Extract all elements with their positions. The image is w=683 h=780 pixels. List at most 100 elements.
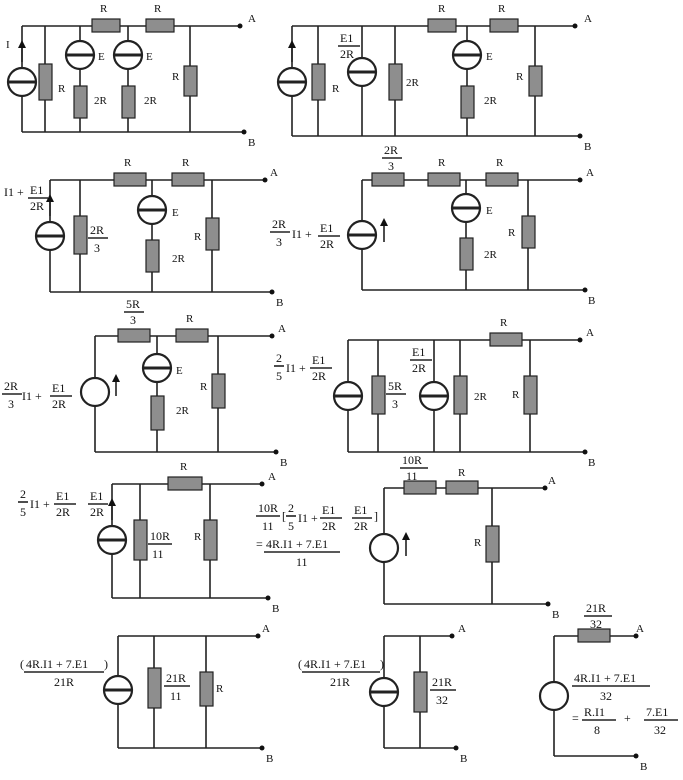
svg-text:R: R xyxy=(458,467,466,479)
svg-text:2R: 2R xyxy=(4,379,18,393)
svg-text:3: 3 xyxy=(8,397,14,411)
svg-text:21R: 21R xyxy=(330,675,350,689)
svg-text:R: R xyxy=(512,389,520,401)
svg-text:E: E xyxy=(146,51,153,63)
svg-text:11: 11 xyxy=(296,555,308,569)
svg-text:R: R xyxy=(194,531,202,543)
circuit-panel-9: R 21R 11 ( 4R.I1 + 7.E1 21R ) A B xyxy=(20,623,273,765)
svg-text:R: R xyxy=(186,313,194,325)
svg-text:5: 5 xyxy=(276,369,282,383)
svg-text:I1 +: I1 + xyxy=(30,497,50,511)
svg-text:E: E xyxy=(486,51,493,63)
svg-text:21R: 21R xyxy=(54,675,74,689)
resistor xyxy=(113,172,147,187)
svg-text:11: 11 xyxy=(170,689,182,703)
svg-text:E1: E1 xyxy=(322,503,335,517)
svg-text:32: 32 xyxy=(654,723,666,737)
svg-text:R: R xyxy=(180,461,188,473)
svg-text:B: B xyxy=(460,753,467,765)
svg-text:5R: 5R xyxy=(388,379,402,393)
svg-text:E1: E1 xyxy=(30,183,43,197)
svg-text:4R.I1 + 7.E1: 4R.I1 + 7.E1 xyxy=(574,671,636,685)
resistor xyxy=(167,476,203,491)
svg-text:R: R xyxy=(438,3,446,15)
circuit-panel-6: R 2R R 5R 3 E1 2R 2 5 I1 + E1 2R A B xyxy=(274,317,595,469)
voltage-source-icon xyxy=(79,376,111,408)
svg-text:2R: 2R xyxy=(312,369,326,383)
svg-text:11: 11 xyxy=(152,547,164,561)
resistor xyxy=(205,217,220,251)
svg-text:2R: 2R xyxy=(322,519,336,533)
svg-text:B: B xyxy=(266,753,273,765)
resistor xyxy=(145,18,175,33)
svg-text:B: B xyxy=(552,609,559,621)
circuit-panel-3: R R 2R R E I1 + E1 2R 2R 3 A B xyxy=(4,157,283,309)
svg-text:3: 3 xyxy=(276,235,282,249)
svg-text:B: B xyxy=(272,603,279,615)
svg-text:R: R xyxy=(332,83,340,95)
svg-text:7.E1: 7.E1 xyxy=(646,705,668,719)
svg-text:R.I1: R.I1 xyxy=(584,705,605,719)
svg-text:R: R xyxy=(498,3,506,15)
svg-text:+: + xyxy=(624,711,631,725)
svg-text:2R: 2R xyxy=(406,77,420,89)
svg-text:2R: 2R xyxy=(384,143,398,157)
circuit-panel-2: R R R 2R 2R R E E1 2R A B xyxy=(276,3,592,153)
resistor xyxy=(371,172,405,187)
svg-text:2R: 2R xyxy=(94,95,108,107)
svg-text:E1: E1 xyxy=(320,221,333,235)
resistor xyxy=(371,375,386,415)
svg-text:B: B xyxy=(584,141,591,153)
svg-text:32: 32 xyxy=(590,617,602,631)
svg-text:): ) xyxy=(104,657,108,671)
svg-text:2R: 2R xyxy=(474,391,488,403)
svg-text:21R: 21R xyxy=(586,601,606,615)
resistor xyxy=(528,65,543,97)
svg-text:E: E xyxy=(172,207,179,219)
resistor xyxy=(121,85,136,119)
circuit-panel-5: 5R 3 R 2R R E 2R 3 I1 + E1 2R A B xyxy=(2,297,287,469)
svg-text:4R.I1 + 7.E1: 4R.I1 + 7.E1 xyxy=(304,657,366,671)
resistor xyxy=(150,395,165,431)
voltage-source-icon xyxy=(368,532,400,564)
svg-text:R: R xyxy=(496,157,504,169)
svg-text:2R: 2R xyxy=(354,519,368,533)
resistor xyxy=(211,373,226,409)
svg-text:R: R xyxy=(154,3,162,15)
resistor xyxy=(403,480,437,495)
svg-text:E: E xyxy=(176,365,183,377)
svg-text:2R: 2R xyxy=(90,505,104,519)
circuit-panel-11: 21R 32 4R.I1 + 7.E1 32 = R.I1 8 + 7.E1 3… xyxy=(538,601,678,773)
svg-text:3: 3 xyxy=(388,159,394,173)
svg-text:2R: 2R xyxy=(340,47,354,61)
svg-text:R: R xyxy=(182,157,190,169)
circuit-panel-10: 21R 32 ( 4R.I1 + 7.E1 21R ) A B xyxy=(298,623,467,765)
svg-text:R: R xyxy=(124,157,132,169)
svg-text:2R: 2R xyxy=(144,95,158,107)
svg-text:I: I xyxy=(6,39,10,51)
svg-text:E1: E1 xyxy=(90,489,103,503)
svg-text:B: B xyxy=(280,457,287,469)
svg-text:A: A xyxy=(586,327,594,339)
svg-text:I1 +: I1 + xyxy=(298,511,318,525)
svg-text:E: E xyxy=(98,51,105,63)
svg-text:2R: 2R xyxy=(484,95,498,107)
svg-text:A: A xyxy=(586,167,594,179)
svg-text:2R: 2R xyxy=(412,361,426,375)
svg-text:4R.I1 + 7.E1: 4R.I1 + 7.E1 xyxy=(26,657,88,671)
resistor xyxy=(388,63,403,101)
svg-text:A: A xyxy=(262,623,270,635)
svg-text:E1: E1 xyxy=(56,489,69,503)
resistor xyxy=(38,63,53,101)
svg-text:A: A xyxy=(636,623,644,635)
resistor xyxy=(183,65,198,97)
svg-text:11: 11 xyxy=(406,469,418,483)
svg-text:11: 11 xyxy=(262,519,274,533)
resistor xyxy=(485,172,519,187)
svg-text:A: A xyxy=(548,475,556,487)
resistor xyxy=(145,239,160,273)
svg-text:3: 3 xyxy=(392,397,398,411)
circuit-panel-1: R R R 2R 2R R I E E A B xyxy=(6,3,256,149)
svg-text:5R: 5R xyxy=(126,297,140,311)
